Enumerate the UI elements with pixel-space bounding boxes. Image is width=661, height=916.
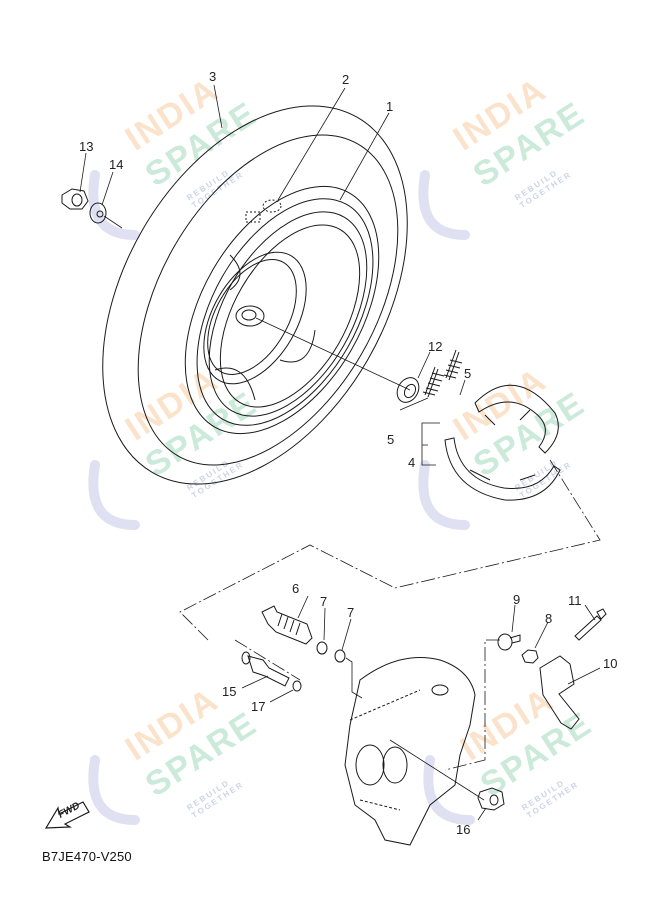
callout-7a[interactable]: 7 <box>320 594 328 609</box>
camshaft-part <box>261 605 313 645</box>
valve-part <box>245 199 282 223</box>
bolt-11-part <box>574 608 607 641</box>
spring-part <box>422 349 463 398</box>
callout-3[interactable]: 3 <box>209 69 217 84</box>
callout-9[interactable]: 9 <box>513 592 521 607</box>
o-ring-17-part <box>292 680 302 692</box>
tire-part <box>102 105 408 485</box>
leader-lines <box>345 657 363 699</box>
forward-arrow-icon <box>44 801 90 829</box>
callout-4[interactable]: 4 <box>408 455 416 470</box>
washer-14-part <box>89 202 107 224</box>
camshaft-lever-part <box>539 655 580 730</box>
callout-1[interactable]: 1 <box>386 99 394 114</box>
leader-lines <box>241 595 601 821</box>
callout-8[interactable]: 8 <box>545 611 553 626</box>
callout-16[interactable]: 16 <box>456 822 471 837</box>
callout-14[interactable]: 14 <box>109 157 124 172</box>
washer-8-part <box>521 649 539 664</box>
callout-2[interactable]: 2 <box>342 72 350 87</box>
callout-15[interactable]: 15 <box>222 684 237 699</box>
washer-12-part <box>396 377 420 403</box>
nut-16-part <box>477 787 505 811</box>
callout-13[interactable]: 13 <box>79 139 94 154</box>
callout-5b[interactable]: 5 <box>464 366 472 381</box>
wheel-rim-part <box>184 185 380 435</box>
diagram-code: B7JE470-V250 <box>42 849 132 864</box>
callout-6[interactable]: 6 <box>292 581 300 596</box>
bolt-15-part <box>241 651 290 687</box>
callout-5a[interactable]: 5 <box>387 432 395 447</box>
leader-lines <box>389 739 485 801</box>
watermark-logo-icon <box>88 170 475 825</box>
brake-panel-part <box>344 657 476 846</box>
callout-11[interactable]: 11 <box>568 593 582 608</box>
brake-shoe-part <box>444 384 561 501</box>
leader-lines <box>79 84 466 466</box>
indicator-plate-part <box>497 633 521 651</box>
callout-17[interactable]: 17 <box>251 699 266 714</box>
callout-7b[interactable]: 7 <box>347 605 355 620</box>
alignment-frame <box>179 459 601 771</box>
nut-13-part <box>61 188 89 210</box>
o-ring-part <box>316 641 346 663</box>
callout-12[interactable]: 12 <box>428 339 443 354</box>
callout-10[interactable]: 10 <box>603 656 618 671</box>
